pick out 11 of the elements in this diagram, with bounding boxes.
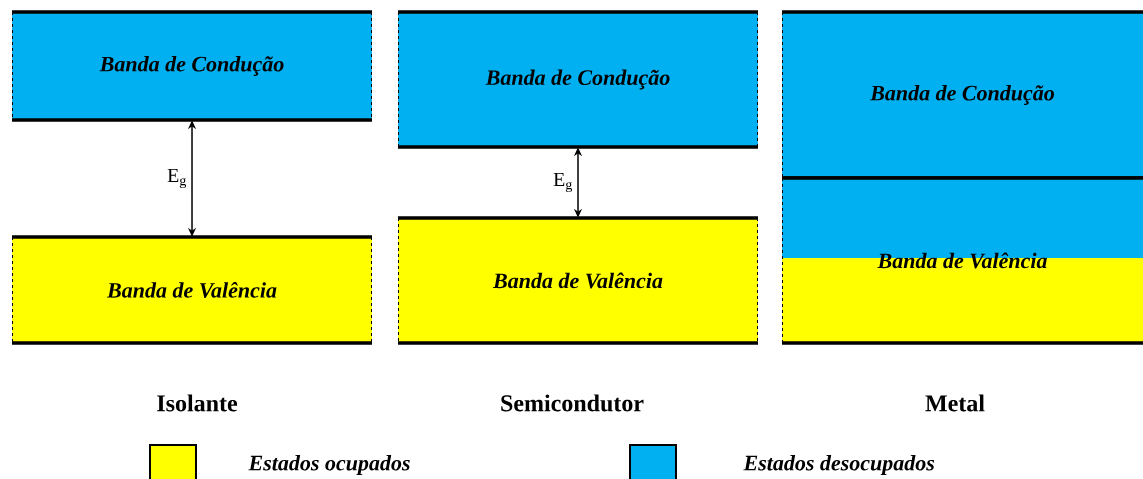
edge-label: E$_{g}$ [552,171,574,194]
band-box: Banda de Valência [398,216,758,345]
panel-label: Semicondutor [501,394,644,412]
legend-text: Estados ocupados [248,455,410,475]
edge-label: E$_{g}$ [166,167,188,190]
band-box: Banda de Condução [12,10,372,122]
legend-text: Estados desocupados [743,455,935,475]
band-box: Banda de Condução [398,10,758,149]
panel-label: Isolante [157,394,238,412]
panel-label: Metal [925,394,985,412]
band-box: Banda de Valência [12,235,372,345]
